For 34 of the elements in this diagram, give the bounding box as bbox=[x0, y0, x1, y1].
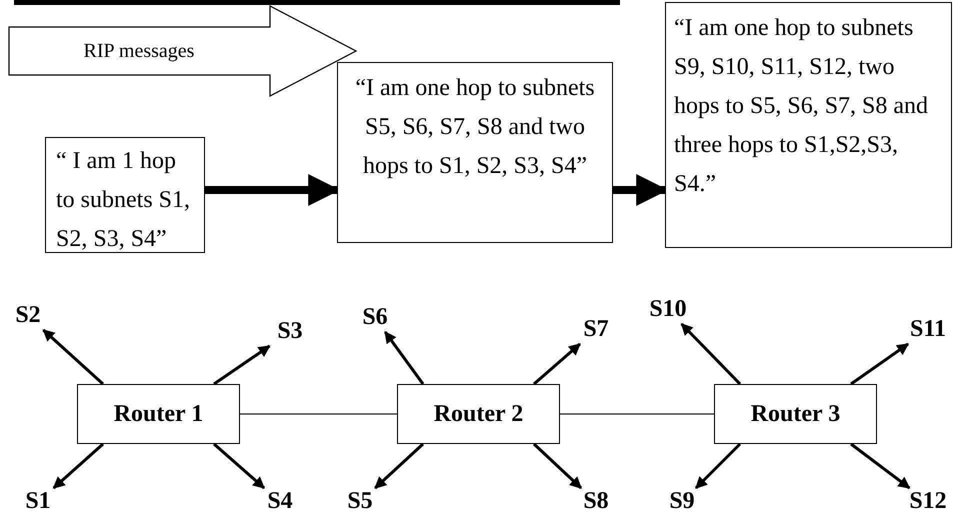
subnet-label: S6 bbox=[354, 304, 396, 332]
subnet-label: S10 bbox=[640, 296, 696, 324]
arrow bbox=[850, 442, 910, 490]
subnet-label: S1 bbox=[18, 488, 58, 516]
arrow bbox=[42, 328, 104, 386]
arrow bbox=[384, 331, 424, 385]
arrow bbox=[213, 344, 271, 386]
arrow bbox=[213, 442, 266, 490]
subnet-label: S8 bbox=[576, 488, 616, 516]
subnet-label: S12 bbox=[900, 488, 956, 516]
arrow bbox=[694, 442, 742, 490]
message-box bbox=[337, 62, 613, 243]
message-text: “I am one hop to subnets S9, S10, S11, S12, two hops to S5, S6, S7, S8 and three hops to S1,S2,S3, S4.” bbox=[674, 15, 928, 197]
subnet-label: S9 bbox=[662, 488, 702, 516]
subnet-label: S2 bbox=[8, 302, 48, 330]
router-box: Router 3 bbox=[714, 384, 877, 444]
arrow bbox=[52, 442, 104, 490]
message-text: “ I am 1 hop to subnets S1, S2, S3, S4” bbox=[56, 148, 190, 252]
subnet-label: S7 bbox=[574, 316, 618, 344]
router-box: Router 1 bbox=[77, 384, 240, 444]
arrow bbox=[850, 342, 910, 386]
arrow bbox=[680, 322, 742, 386]
message-box bbox=[665, 2, 952, 248]
subnet-label: S4 bbox=[260, 488, 300, 516]
message-text: “I am one hop to subnets S5, S6, S7, S8 and two hops to S1, S2, S3, S4” bbox=[355, 75, 595, 179]
subnet-label: S11 bbox=[900, 316, 956, 344]
message-box bbox=[45, 137, 205, 253]
router-box: Router 2 bbox=[397, 384, 560, 444]
subnet-label: S3 bbox=[268, 318, 312, 346]
arrow bbox=[374, 442, 424, 490]
arrow bbox=[532, 442, 582, 490]
arrow-label: RIP messages bbox=[82, 39, 196, 64]
subnet-label: S5 bbox=[340, 488, 380, 516]
arrow bbox=[533, 342, 581, 386]
